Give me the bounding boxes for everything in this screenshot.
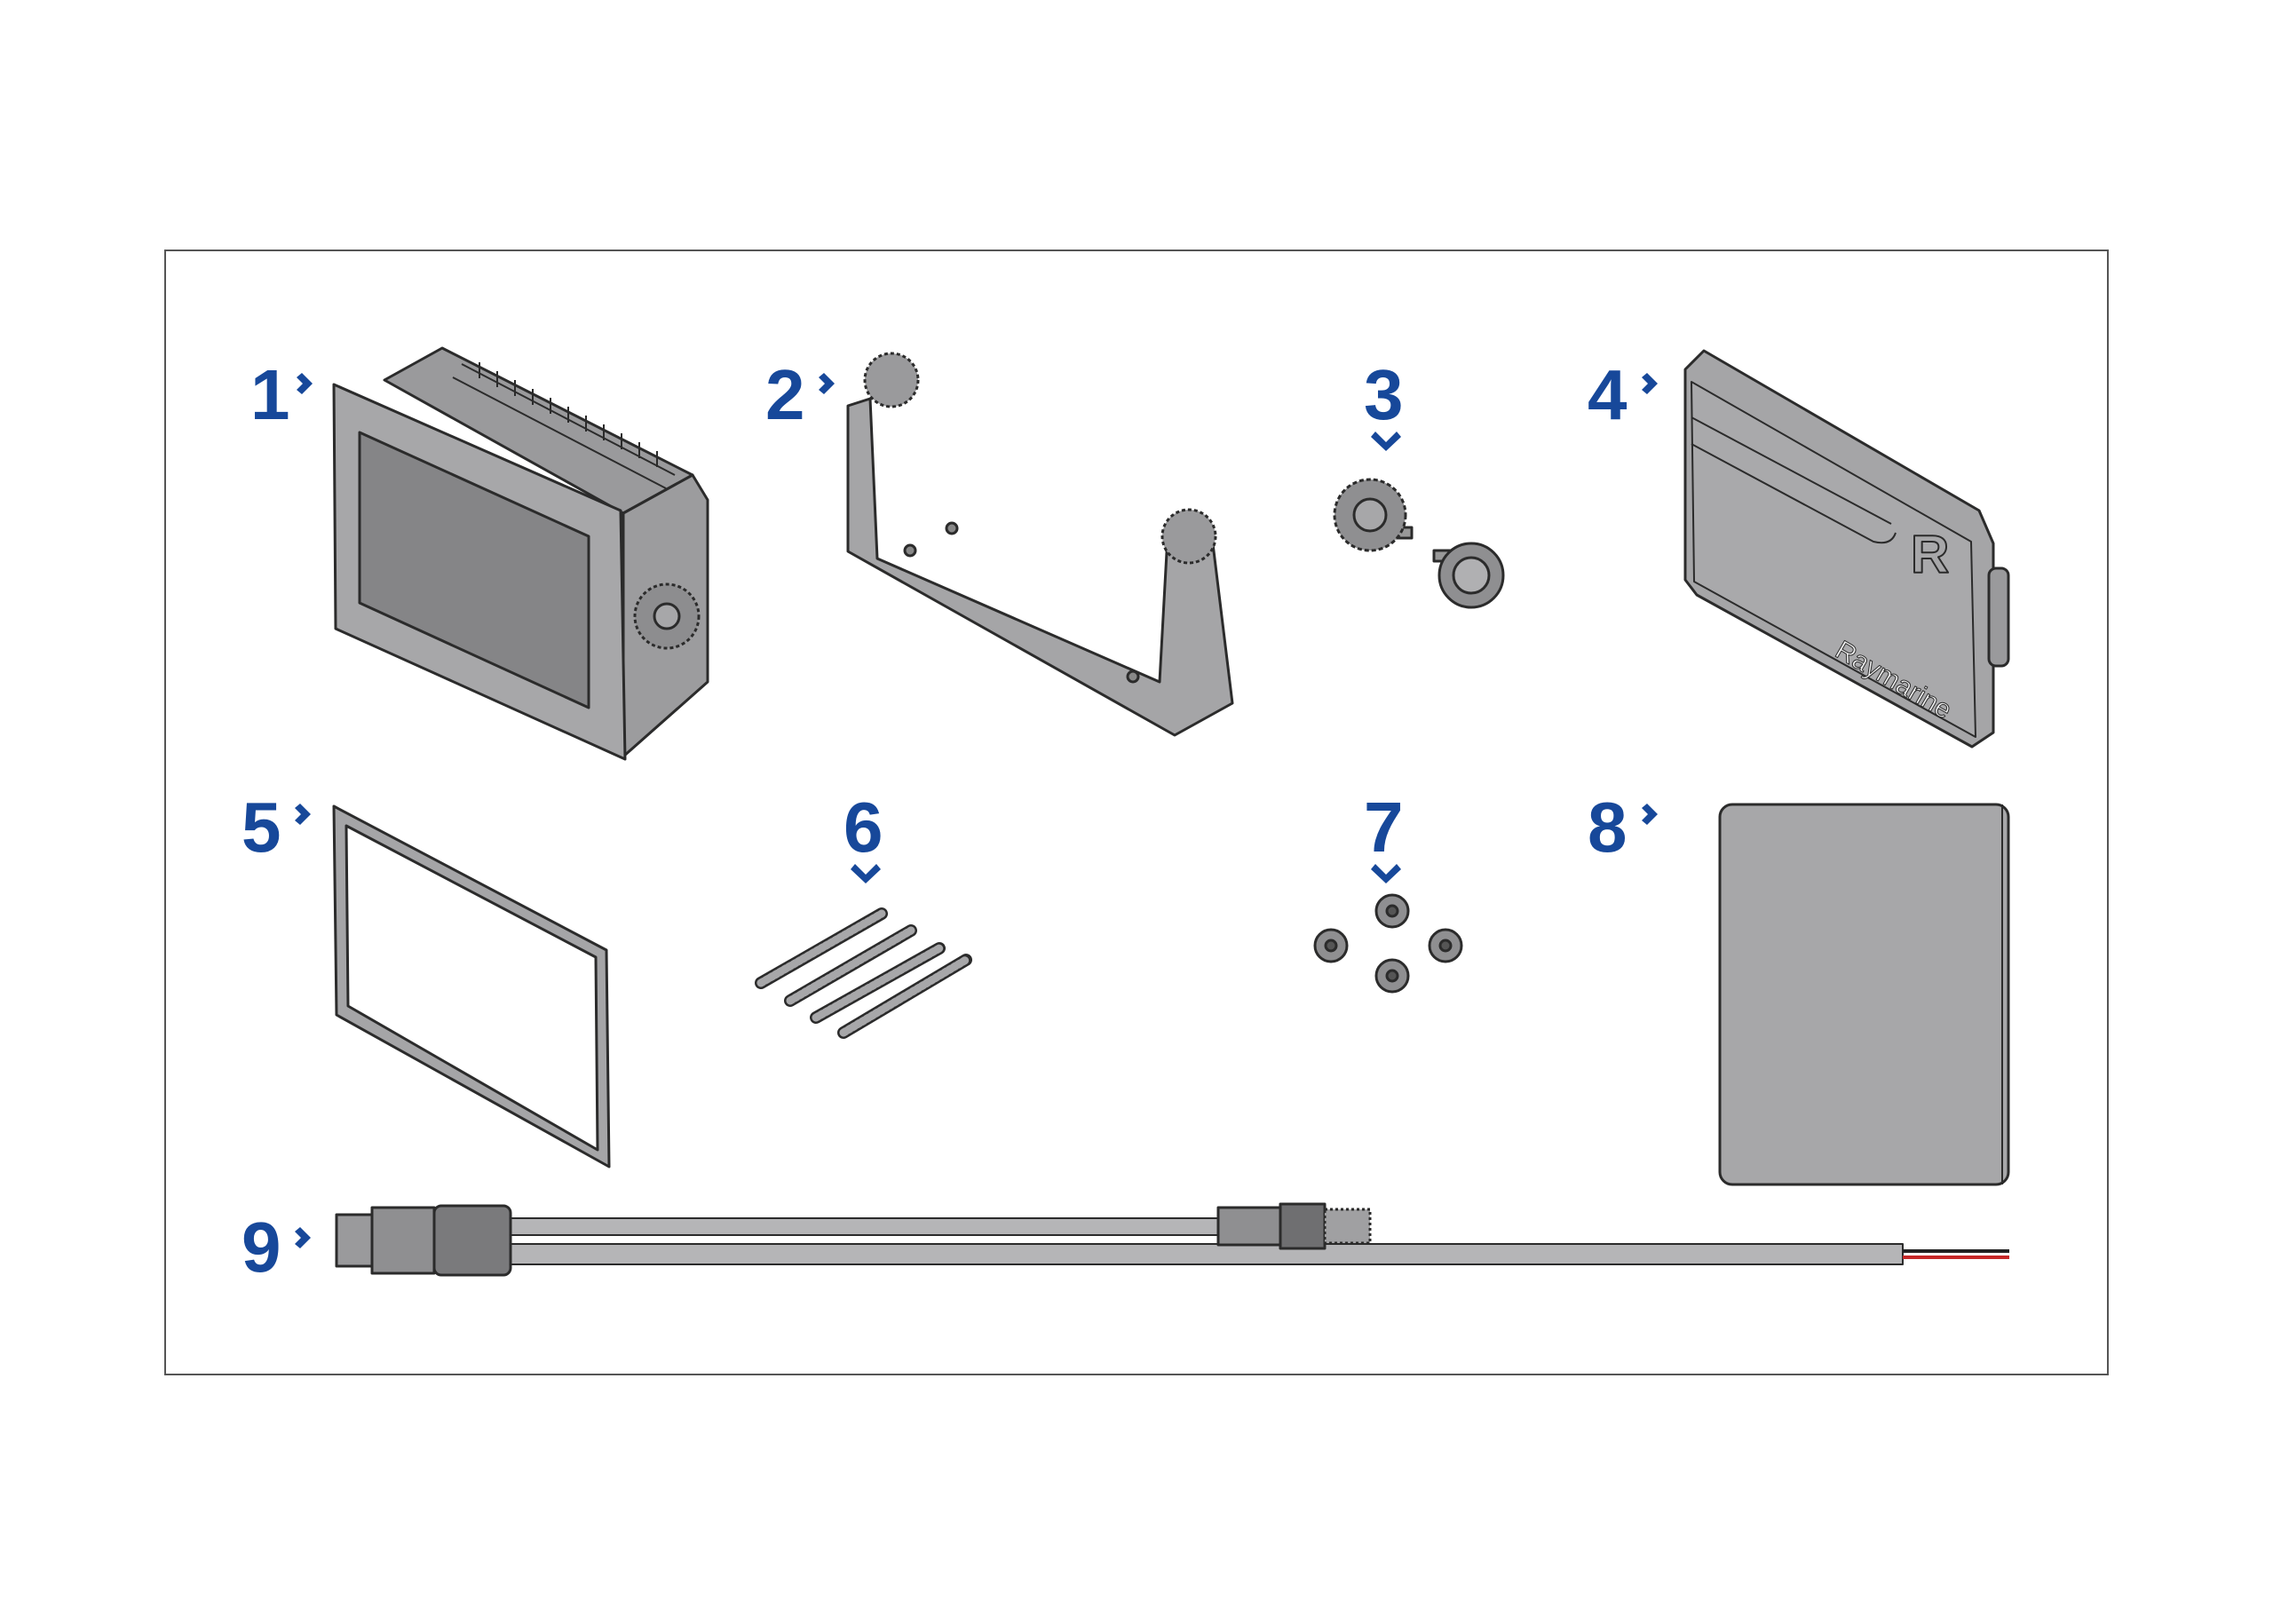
diagram-frame — [164, 250, 2109, 1375]
trunnion-bracket-illustration — [846, 352, 1234, 737]
label-1: 1 — [250, 355, 290, 434]
label-7: 7 — [1364, 788, 1404, 867]
label-5: 5 — [242, 788, 281, 867]
label-9: 9 — [242, 1208, 281, 1287]
chevron-right-icon — [295, 1227, 311, 1248]
chevron-right-icon — [1642, 804, 1658, 825]
label-2: 2 — [765, 355, 805, 434]
cover-logo-letter: R — [1911, 525, 1949, 584]
panel-gasket-illustration — [332, 804, 611, 1168]
label-4: 4 — [1588, 355, 1628, 434]
power-data-cable-illustration — [335, 1202, 2009, 1277]
thumb-nuts-illustration — [1313, 893, 1463, 994]
documentation-illustration — [1718, 803, 2010, 1186]
chevron-right-icon — [297, 373, 313, 394]
display-unit-illustration — [332, 346, 709, 761]
label-8: 8 — [1588, 788, 1628, 867]
item-labels: 1 2 3 4 5 6 7 8 9 — [242, 355, 1658, 1287]
chevron-right-icon — [819, 373, 835, 394]
sun-cover-illustration: R Raymarine — [1683, 349, 2010, 749]
chevron-right-icon — [295, 804, 311, 825]
bracket-knobs-illustration — [1333, 478, 1505, 609]
chevron-right-icon — [1642, 373, 1658, 394]
chevron-down-icon — [1371, 864, 1401, 883]
threaded-studs-illustration — [755, 907, 972, 1039]
label-6: 6 — [843, 788, 883, 867]
chevron-down-icon — [851, 864, 881, 883]
chevron-down-icon — [1371, 432, 1401, 451]
label-3: 3 — [1364, 355, 1404, 434]
